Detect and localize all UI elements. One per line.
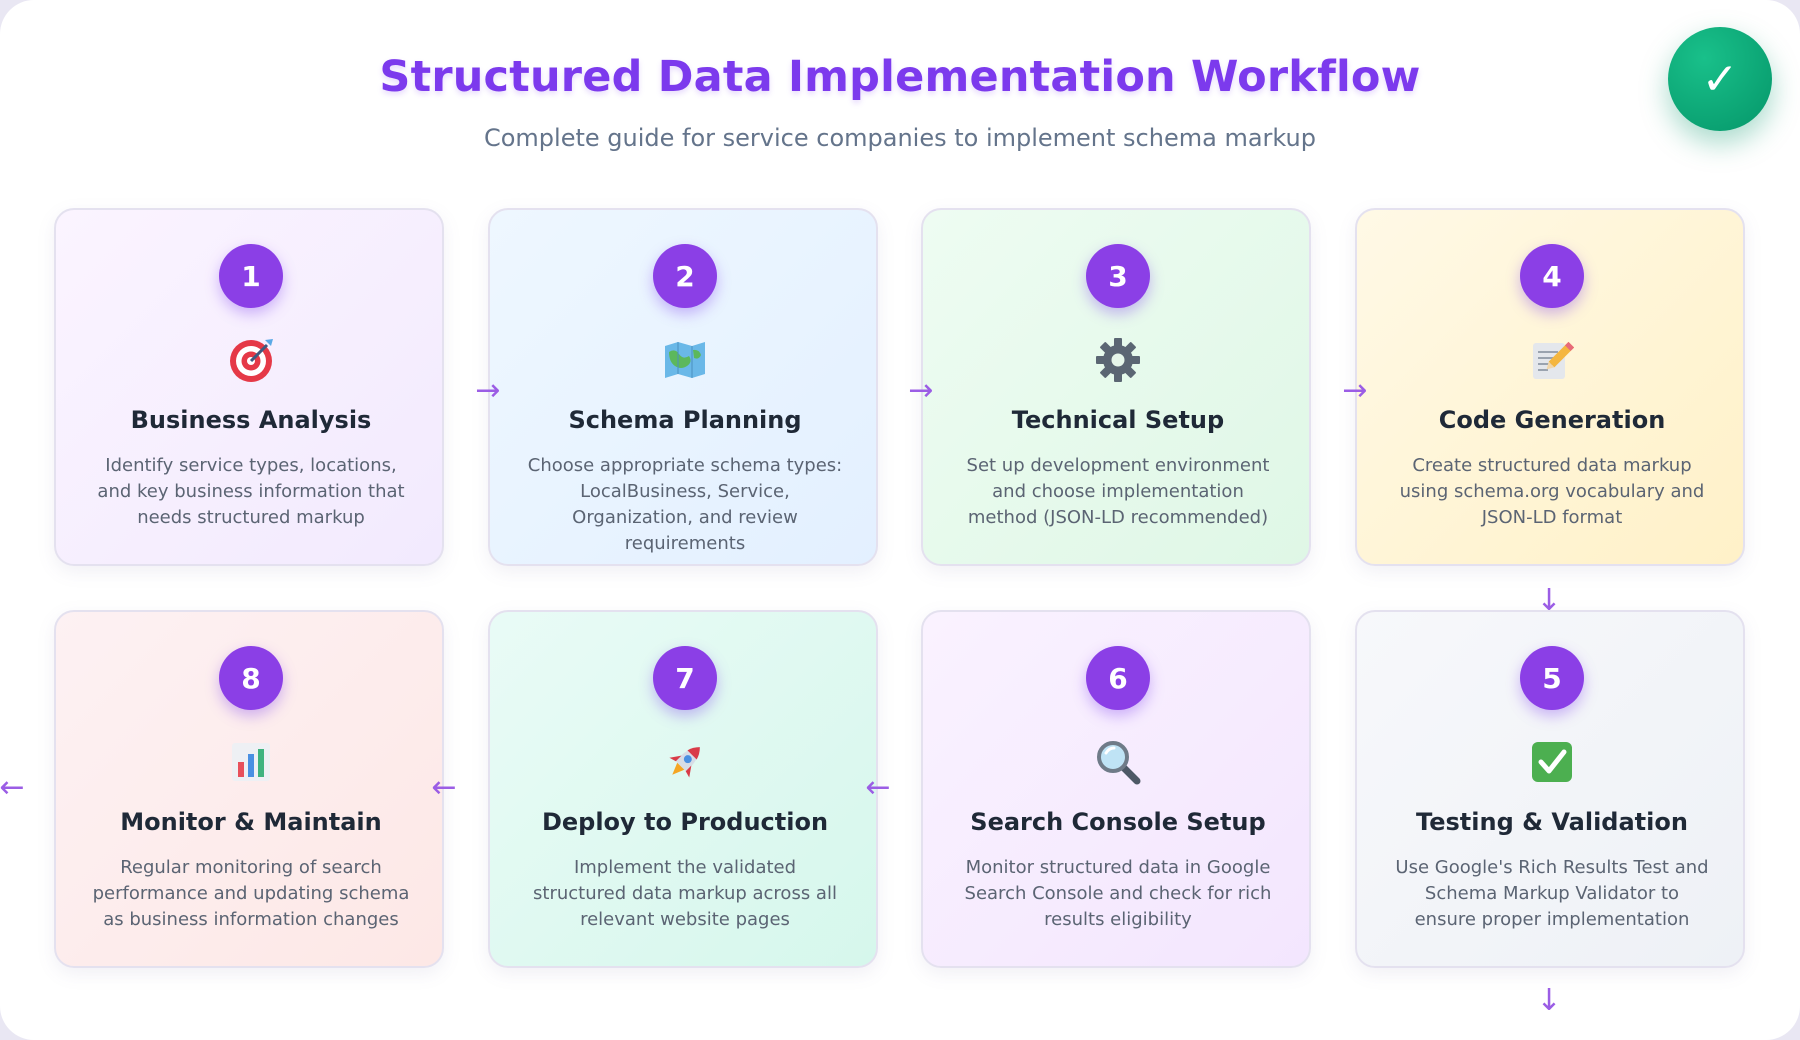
- step-number-badge: 8: [219, 646, 283, 710]
- step-card-3: 3 Technical Setup Set up development env…: [921, 208, 1311, 566]
- arrow-left-icon: ←: [865, 770, 891, 805]
- step-title: Schema Planning: [568, 406, 802, 434]
- step-description: Choose appropriate schema types: LocalBu…: [527, 455, 843, 554]
- step-card-5: 5 Testing & Validation Use Google's Rich…: [1355, 610, 1745, 968]
- checkmark-icon: ✓: [1701, 53, 1739, 105]
- step-description: Create structured data markup using sche…: [1399, 455, 1705, 528]
- step-title: Testing & Validation: [1416, 808, 1688, 836]
- step-description: Identify service types, locations, and k…: [97, 455, 405, 528]
- magnifier-icon: [1083, 734, 1153, 790]
- arrow-right-icon: →: [1342, 373, 1368, 408]
- target-icon: [216, 332, 286, 388]
- arrow-left-icon: ←: [0, 770, 25, 805]
- step-title: Deploy to Production: [541, 808, 829, 836]
- step-description: Use Google's Rich Results Test and Schem…: [1395, 857, 1709, 930]
- step-description: Regular monitoring of search performance…: [92, 857, 410, 930]
- step-number-badge: 3: [1086, 244, 1150, 308]
- step-card-4: 4 Code Generation Create structured data…: [1355, 208, 1745, 566]
- step-number-badge: 7: [653, 646, 717, 710]
- step-description: Implement the validated structured data …: [533, 857, 837, 930]
- step-title: Business Analysis: [130, 406, 372, 434]
- arrow-down-icon: ↓: [1536, 983, 1562, 1018]
- step-number-badge: 2: [653, 244, 717, 308]
- page-subtitle: Complete guide for service companies to …: [483, 124, 1317, 152]
- bar-chart-icon: [216, 734, 286, 790]
- step-title: Code Generation: [1438, 406, 1666, 434]
- step-description: Monitor structured data in Google Search…: [964, 857, 1272, 930]
- arrow-right-icon: →: [908, 373, 934, 408]
- step-card-2: 2 Schema Planning Choose appropriate sch…: [488, 208, 878, 566]
- step-title: Technical Setup: [1011, 406, 1225, 434]
- arrow-left-icon: ←: [431, 770, 457, 805]
- step-card-7: 7 Deploy to Production Implement the val…: [488, 610, 878, 968]
- step-title: Monitor & Maintain: [120, 808, 382, 836]
- arrow-right-icon: →: [475, 373, 501, 408]
- step-number-badge: 6: [1086, 646, 1150, 710]
- step-title: Search Console Setup: [970, 808, 1266, 836]
- step-description: Set up development environment and choos…: [966, 455, 1270, 528]
- completion-badge: ✓: [1668, 27, 1772, 131]
- gear-icon: [1083, 332, 1153, 388]
- arrow-down-icon: ↓: [1536, 583, 1562, 618]
- step-number-badge: 5: [1520, 646, 1584, 710]
- memo-icon: [1517, 332, 1587, 388]
- step-number-badge: 4: [1520, 244, 1584, 308]
- step-card-1: 1 Business Analysis Identify service typ…: [54, 208, 444, 566]
- rocket-icon: [650, 734, 720, 790]
- map-icon: [650, 332, 720, 388]
- step-card-6: 6 Search Console Setup Monitor structure…: [921, 610, 1311, 968]
- page-title: Structured Data Implementation Workflow: [379, 52, 1421, 102]
- step-number-badge: 1: [219, 244, 283, 308]
- step-card-8: 8 Monitor & Maintain Regular monitoring …: [54, 610, 444, 968]
- check-mark-icon: [1517, 734, 1587, 790]
